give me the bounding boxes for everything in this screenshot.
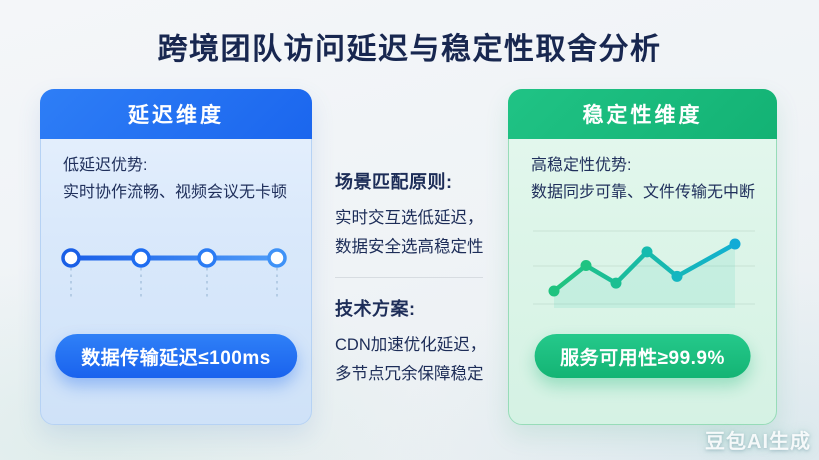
stability-chart <box>533 230 755 308</box>
solution-line-1: CDN加速优化延迟， <box>335 336 487 354</box>
stability-advantage-detail: 数据同步可靠、文件传输无中断 <box>531 184 756 201</box>
principle-line-1: 实时交互选低延迟， <box>335 209 484 227</box>
latency-advantage-detail: 实时协作流畅、视频会议无卡顿 <box>63 184 288 201</box>
latency-card-header: 延迟维度 <box>40 89 312 139</box>
center-column: 场景匹配原则: 实时交互选低延迟， 数据安全选高稳定性 技术方案: CDN加速优… <box>335 168 507 389</box>
watermark: 豆包AI生成 <box>705 431 811 453</box>
latency-card: 延迟维度 低延迟优势: 实时协作流畅、视频会议无卡顿 数据传输延迟≤100ms <box>40 89 312 425</box>
page-title: 跨境团队访问延迟与稳定性取舍分析 <box>157 33 662 66</box>
stability-badge: 服务可用性≥99.9% <box>534 334 751 378</box>
stability-advantage-label: 高稳定性优势: <box>531 157 632 174</box>
principle-heading: 场景匹配原则: <box>335 172 453 192</box>
stability-card: 稳定性维度 高稳定性优势: 数据同步可靠、文件传输无中断 服务可用性≥99.9% <box>508 89 777 425</box>
solution-heading: 技术方案: <box>335 299 416 319</box>
stability-card-header: 稳定性维度 <box>508 89 777 139</box>
latency-advantage-text: 低延迟优势: 实时协作流畅、视频会议无卡顿 <box>63 152 297 206</box>
principle-line-2: 数据安全选高稳定性 <box>335 238 484 256</box>
stability-advantage-text: 高稳定性优势: 数据同步可靠、文件传输无中断 <box>531 152 762 206</box>
latency-chart <box>61 248 287 298</box>
solution-line-2: 多节点冗余保障稳定 <box>335 365 484 383</box>
center-divider <box>335 277 483 278</box>
latency-advantage-label: 低延迟优势: <box>63 157 148 174</box>
latency-badge: 数据传输延迟≤100ms <box>55 334 297 378</box>
